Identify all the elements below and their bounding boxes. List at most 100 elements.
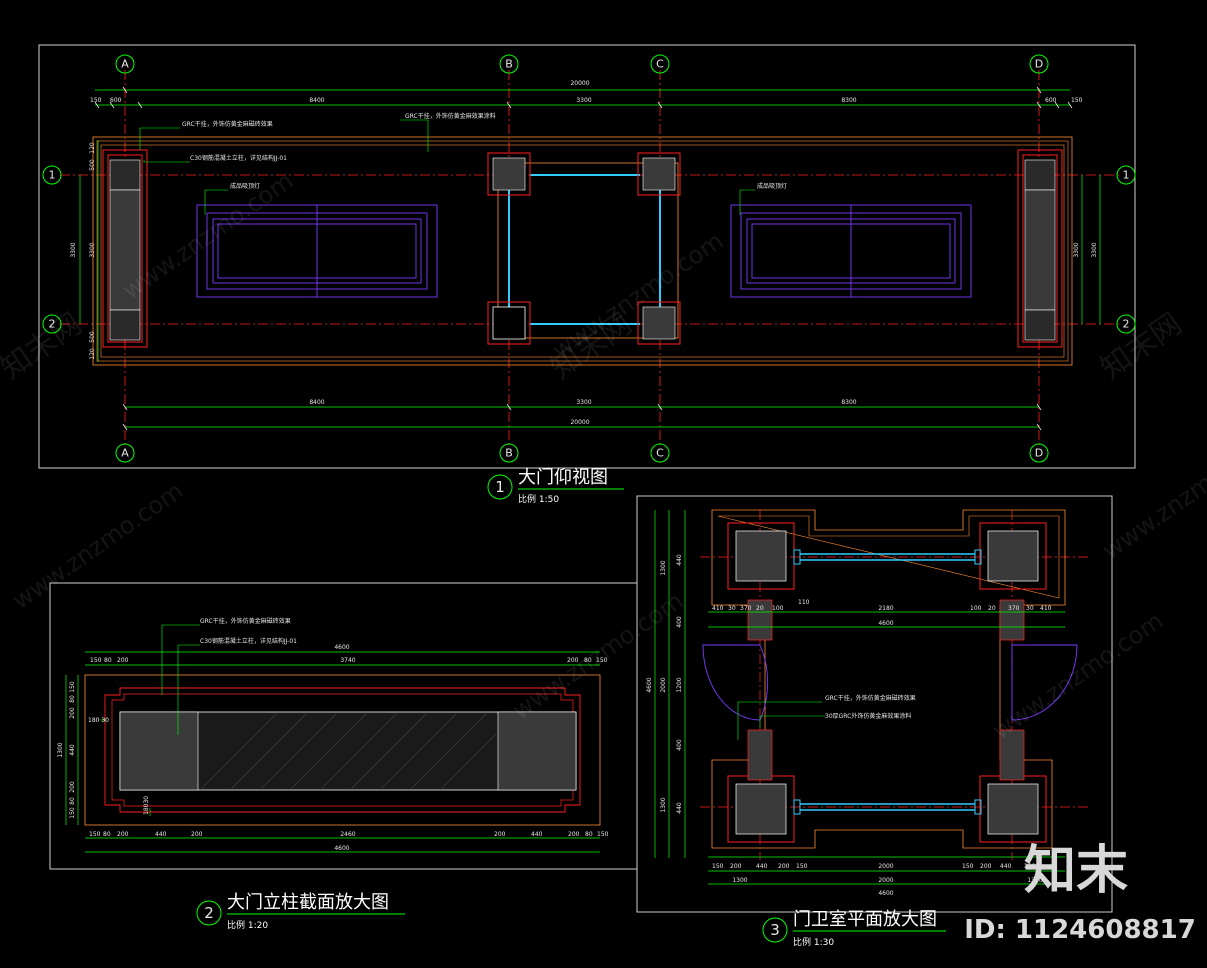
note2-grc: GRC干挂，外饰仿黄金麻磁砖效果: [200, 617, 291, 625]
drawing-3-guardroom-plan: 410 30 370 20 100 2180 100 20 370 30 410…: [636, 495, 1113, 948]
dim3-b-10: 200: [1024, 863, 1036, 870]
dim3-m-5: 2180: [878, 605, 893, 612]
svg-text:www.znzmo.com: www.znzmo.com: [1097, 427, 1207, 565]
svg-text:A: A: [121, 58, 129, 71]
note-grc-1: GRC干挂，外饰仿黄金麻磁砖效果: [182, 120, 273, 128]
drawing-2-column-section: 4600 150 80 200 3740 200 80 150 150 80 2…: [49, 582, 638, 931]
dim3-b-2: 200: [730, 863, 742, 870]
dim2-l-2: 200: [69, 707, 76, 719]
dim-left-s0: 120: [89, 142, 96, 154]
dim2-top-total: 4600: [334, 644, 349, 651]
dim-bottom-total: 20000: [570, 419, 589, 426]
grid-bubble-c-bottom: C: [650, 443, 670, 463]
end-pillar-left: [102, 149, 148, 348]
grid-bubble-a-top: A: [115, 54, 135, 74]
svg-text:1: 1: [495, 478, 505, 496]
dim3-m-9: 30: [1026, 605, 1034, 612]
guard-column-tl: [727, 522, 795, 590]
dim2-top-3: 3740: [340, 657, 355, 664]
callout2-a: 180 30: [88, 717, 109, 724]
drawing-2-title: 2 大门立柱截面放大图 比例 1:20: [196, 892, 405, 931]
dim3-m-8: 370: [1008, 605, 1020, 612]
column-core-right: [497, 711, 577, 791]
grid-bubble-2-left: 2: [42, 314, 62, 334]
note3-grc: GRC干挂，外饰仿黄金麻磁砖效果: [825, 694, 916, 702]
dim2-top-2: 200: [117, 657, 129, 664]
dim-top-3: 3300: [576, 97, 591, 104]
callout2-b: 18030: [143, 796, 150, 815]
guard-column-tr: [979, 522, 1047, 590]
dim3-lf-8: 400: [676, 739, 683, 751]
svg-text:C: C: [656, 447, 664, 460]
svg-text:2: 2: [1123, 318, 1130, 331]
dim2-top-5: 80: [584, 657, 592, 664]
brand-id: ID: 1124608817: [964, 915, 1196, 945]
svg-text:知末: 知末: [1024, 841, 1128, 901]
svg-text:D: D: [1035, 447, 1043, 460]
dim2-top-6: 150: [596, 657, 608, 664]
svg-text:2: 2: [49, 318, 56, 331]
dim3-lf-6: 400: [676, 616, 683, 628]
dim3-b2-1: 2000: [878, 877, 893, 884]
dim2-l-6: 150: [69, 807, 76, 819]
svg-text:知末网: 知末网: [1095, 306, 1189, 386]
svg-text:大门仰视图: 大门仰视图: [518, 467, 608, 488]
guard-column-br: [979, 775, 1047, 843]
grid-bubble-d-bottom: D: [1029, 443, 1049, 463]
grid-bubble-d-top: D: [1029, 54, 1049, 74]
svg-text:www.znzmo.com: www.znzmo.com: [117, 167, 298, 305]
column-core-left: [119, 711, 199, 791]
dim3-b-5: 150: [796, 863, 808, 870]
dim3-b-3: 440: [756, 863, 768, 870]
dim2-l-5: 80: [69, 797, 76, 805]
dim2-b-9: 80: [585, 831, 593, 838]
dim-top-0: 150: [90, 97, 102, 104]
svg-text:比例 1:20: 比例 1:20: [227, 919, 268, 931]
dim3-lf-7: 1200: [676, 677, 683, 692]
svg-text:2: 2: [204, 904, 214, 922]
svg-text:知末网: 知末网: [0, 306, 88, 386]
dim2-top-1: 80: [104, 657, 112, 664]
svg-text:大门立柱截面放大图: 大门立柱截面放大图: [227, 892, 389, 913]
dim3-b-7: 150: [962, 863, 974, 870]
dim-bottom-1: 3300: [576, 399, 591, 406]
dim3-m-3: 20: [756, 605, 764, 612]
ceiling-light-left: [196, 204, 438, 298]
svg-text:C: C: [656, 58, 664, 71]
dim3-b-9: 440: [1000, 863, 1012, 870]
grid-bubble-1-right: 1: [1116, 165, 1136, 185]
dim3-m-6: 100: [970, 605, 982, 612]
dim3-m-2: 370: [740, 605, 752, 612]
dim3-b2-0: 1300: [732, 877, 747, 884]
dim2-b-4: 200: [191, 831, 203, 838]
note3-30grc: 30厚GRC外饰仿黄金麻效果涂料: [825, 712, 911, 720]
dim3-b2-2: 1300: [1027, 877, 1042, 884]
dim2-bottom-total: 4600: [334, 845, 349, 852]
drawing-1-title: 1 大门仰视图 比例 1:50: [487, 467, 624, 505]
svg-text:1: 1: [49, 169, 56, 182]
note-light-right: 成品吸顶灯: [757, 182, 787, 190]
svg-text:比例 1:50: 比例 1:50: [518, 493, 559, 505]
dim3-m-1: 30: [728, 605, 736, 612]
svg-text:3: 3: [770, 921, 780, 939]
dim-top-1: 600: [110, 97, 122, 104]
dim2-top-0: 150: [90, 657, 102, 664]
dim-bottom-2: 8300: [841, 399, 856, 406]
grid-bubble-b-bottom: B: [499, 443, 519, 463]
dim3-110: 110: [798, 599, 810, 606]
svg-text:D: D: [1035, 58, 1043, 71]
grid-bubble-1-left: 1: [42, 165, 62, 185]
dim3-m-0: 410: [712, 605, 724, 612]
dim3-b-4: 200: [778, 863, 790, 870]
dim3-bottom-total: 4600: [878, 890, 893, 897]
dim3-l-2: 1300: [660, 797, 667, 812]
dim2-b-6: 200: [494, 831, 506, 838]
dim3-l-0: 1300: [660, 560, 667, 575]
dim2-l-4: 200: [69, 781, 76, 793]
dim3-m-7: 20: [988, 605, 996, 612]
dim-left-s1: 500: [89, 159, 96, 171]
svg-text:www.znzmo.com: www.znzmo.com: [507, 587, 688, 725]
dim-left-outer: 3300: [70, 242, 77, 257]
dim2-b-1: 80: [103, 831, 111, 838]
